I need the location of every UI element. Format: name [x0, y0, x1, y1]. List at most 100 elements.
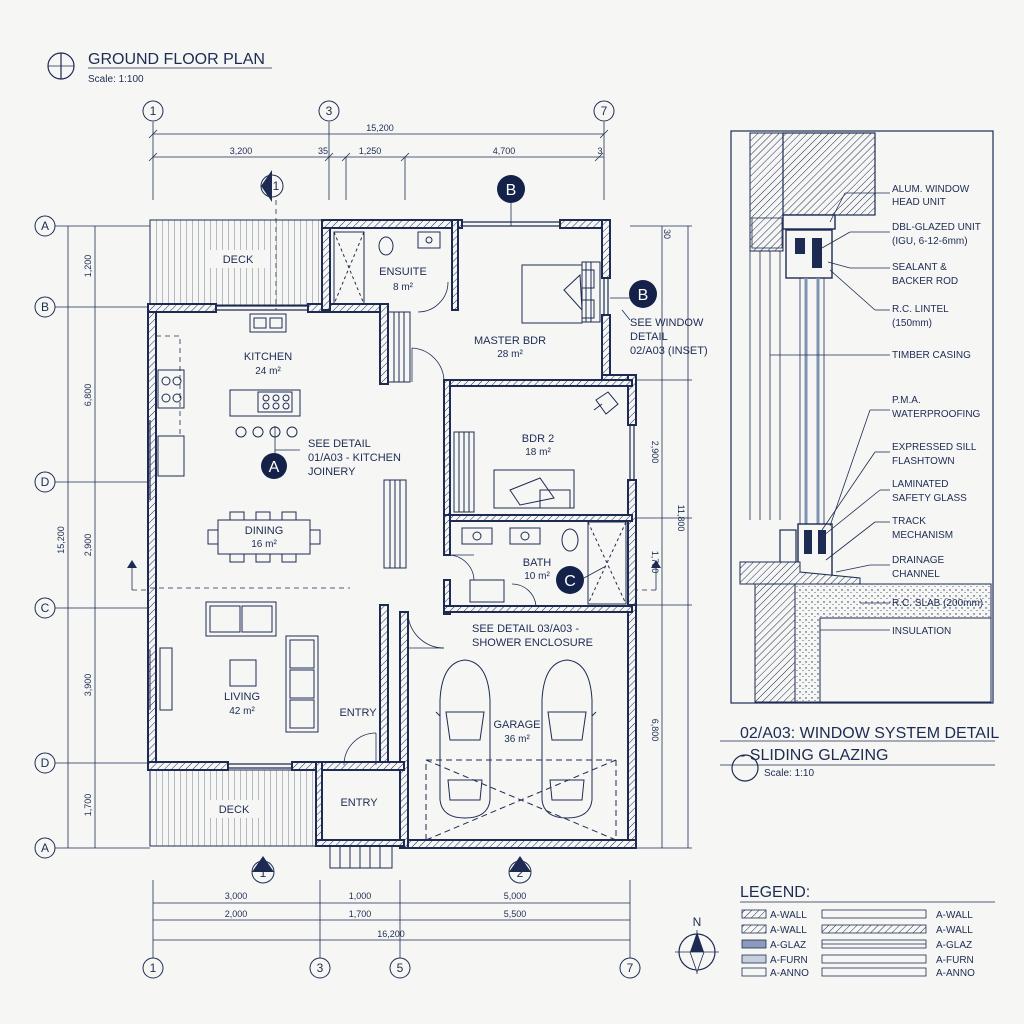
detail-title-block: 02/A03: WINDOW SYSTEM DETAIL - SLIDING G…: [720, 725, 999, 782]
detail-label-8a: LAMINATED: [892, 479, 949, 490]
callout-b-line3: 02/A03 (INSET): [630, 345, 708, 357]
detail-label-7b: FLASHTOWN: [892, 456, 955, 467]
grid-bottom-1: 1: [150, 961, 157, 975]
detail-label-1a: ALUM. WINDOW: [892, 184, 970, 195]
ensuite-fixtures: [333, 231, 441, 305]
section-mark-bottom-1: 1: [260, 866, 267, 880]
grid-top-3: 3: [326, 104, 333, 118]
deck-top-label: DECK: [223, 254, 254, 266]
grid-markers-bottom: 1 3 5 7: [142, 957, 641, 979]
kitchen-fixtures: [156, 313, 301, 477]
legend-right-1: A-WALL: [936, 910, 973, 921]
entry-inner-label: ENTRY: [339, 707, 377, 719]
legend-left-1: A-WALL: [770, 910, 807, 921]
legend-right-4: A-FURN: [936, 955, 974, 966]
living-name: LIVING: [224, 691, 260, 703]
bottom-dimensions: 3,000 1,000 5,000 2,000 1,700 5,500 16,2…: [152, 880, 631, 958]
callout-b-line2: DETAIL: [630, 331, 668, 343]
dim-left-seg-1: 1,200: [83, 255, 93, 278]
dim-top-seg-5: 3: [597, 146, 602, 156]
section-lines: [127, 200, 661, 591]
detail-label-7a: EXPRESSED SILL: [892, 442, 977, 453]
grid-top-1: 1: [150, 104, 157, 118]
section-mark-bottom-2: 2: [517, 866, 524, 880]
garage-cars: [425, 659, 617, 841]
dim-top-seg-3: 1,250: [359, 146, 382, 156]
dim-bottom-r2-1: 2,000: [225, 909, 248, 919]
grid-left-D: D: [41, 475, 50, 489]
bath-name: BATH: [523, 557, 552, 569]
legend-right-5: A-ANNO: [936, 968, 975, 979]
living-area: 42 m²: [229, 706, 255, 717]
deck-top: DECK: [149, 219, 323, 306]
detail-label-3b: BACKER ROD: [892, 276, 958, 287]
legend-title: LEGEND:: [740, 884, 810, 901]
legend-right-2: A-WALL: [936, 925, 973, 936]
bath-area: 10 m²: [524, 571, 550, 582]
legend-right-3: A-GLAZ: [936, 940, 972, 951]
callout-c-tag: C: [564, 573, 576, 590]
detail-title-2: - SLIDING GLAZING: [740, 747, 888, 764]
grid-left-A: A: [41, 219, 49, 233]
section-marker-top: 1: [260, 170, 284, 202]
detail-label-6b: WATERPROOFING: [892, 409, 981, 420]
callout-b-line1: SEE WINDOW: [630, 317, 704, 329]
detail-label-4b: (150mm): [892, 318, 932, 329]
detail-label-4a: R.C. LINTEL: [892, 304, 949, 315]
section-mark-top: 1: [273, 179, 280, 193]
dim-right-seg-2: 2,900: [650, 441, 660, 464]
callout-a-line1: SEE DETAIL: [308, 438, 371, 450]
living-furniture: [149, 587, 350, 733]
bdr2-area: 18 m²: [525, 447, 551, 458]
window-detail-inset: [730, 130, 994, 704]
callout-a-line3: JOINERY: [308, 466, 356, 478]
detail-labels: ALUM. WINDOW HEAD UNIT DBL-GLAZED UNIT (…: [892, 184, 983, 637]
dim-right-seg-1: 30: [662, 229, 672, 239]
plan-scale: Scale: 1:100: [88, 74, 144, 85]
entry-steps: [329, 845, 393, 869]
dim-left-seg-4: 3,900: [83, 674, 93, 697]
grid-bottom-3: 3: [317, 961, 324, 975]
grid-left-A2: A: [41, 841, 49, 855]
north-arrow-icon: N: [675, 915, 719, 974]
detail-label-9a: TRACK: [892, 516, 926, 527]
dim-bottom-r2-2: 1,700: [349, 909, 372, 919]
dim-top-overall: 15,200: [366, 123, 394, 133]
doors: [343, 281, 537, 766]
detail-label-12: INSULATION: [892, 626, 951, 637]
master-name: MASTER BDR: [474, 335, 546, 347]
dim-left-overall: 15,200: [56, 526, 66, 554]
wardrobes: [383, 261, 601, 569]
bdr2-fixtures: [493, 391, 619, 509]
detail-label-6a: P.M.A.: [892, 395, 921, 406]
callout-b-top-tag: B: [506, 182, 517, 199]
detail-label-9b: MECHANISM: [892, 530, 953, 541]
callout-b-tag: B: [638, 287, 649, 304]
legend-left-5: A-ANNO: [770, 968, 809, 979]
grid-left-D2: D: [41, 756, 50, 770]
garage-area: 36 m²: [504, 734, 530, 745]
detail-label-11: R.C. SLAB (200mm): [892, 598, 983, 609]
walls: [147, 219, 637, 849]
windows: [149, 221, 635, 769]
left-dimensions: 15,200 1,200 6,800 2,900 3,900 1,700: [56, 226, 96, 848]
dim-bottom-r1-2: 1,000: [349, 891, 372, 901]
dining-name: DINING: [245, 525, 284, 537]
north-label: N: [693, 915, 702, 929]
garage-name: GARAGE: [493, 719, 540, 731]
dim-top-seg-1: 3,200: [230, 146, 253, 156]
grid-top-7: 7: [601, 104, 608, 118]
dim-right-seg-4: 6,800: [650, 719, 660, 742]
bdr2-name: BDR 2: [522, 433, 554, 445]
dim-left-seg-3: 2,900: [83, 534, 93, 557]
grid-markers-top: 1 3 7: [142, 100, 615, 122]
detail-label-3a: SEALANT &: [892, 262, 947, 273]
dim-right-overall: 11,800: [676, 505, 686, 532]
master-area: 28 m²: [497, 349, 523, 360]
callout-c-line1: SEE DETAIL 03/A03 -: [472, 623, 579, 635]
legend-left-2: A-WALL: [770, 925, 807, 936]
master-bed: [521, 264, 595, 324]
grid-bottom-7: 7: [627, 961, 634, 975]
grid-bottom-5: 5: [397, 961, 404, 975]
